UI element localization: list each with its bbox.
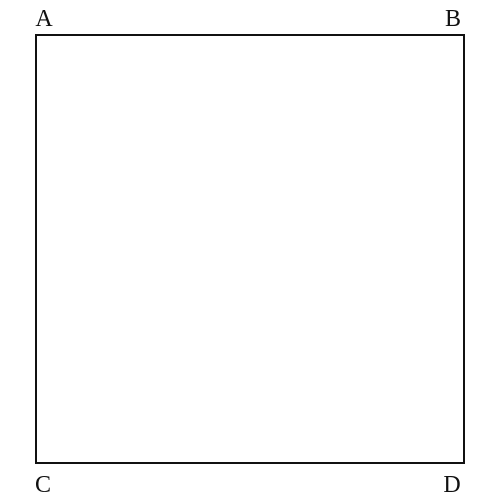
vertex-label-c: C [35,472,51,497]
vertex-label-b: B [445,6,461,32]
vertex-label-a: A [35,6,53,32]
vertex-label-d: D [443,472,460,497]
square-outline [35,34,465,464]
